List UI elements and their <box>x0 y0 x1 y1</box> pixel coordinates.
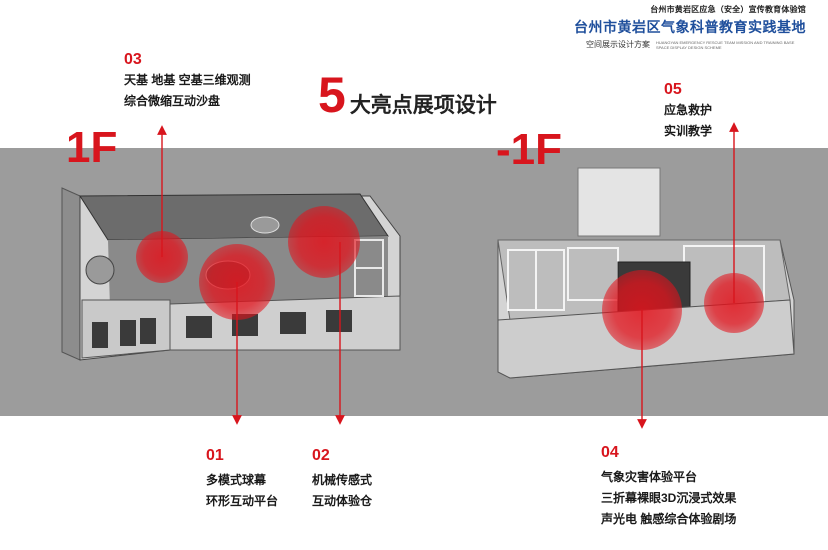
callout-03: 03 天基 地基 空基三维观测 综合微缩互动沙盘 <box>124 50 251 112</box>
callout-text: 多模式球幕 <box>206 473 267 487</box>
callout-number: 02 <box>312 447 330 464</box>
floor-label-1f: 1F <box>66 123 118 172</box>
callout-01: 01 多模式球幕 环形互动平台 <box>206 446 278 512</box>
callout-text: 三折幕裸眼3D沉浸式效果 <box>601 491 737 505</box>
callout-text: 应急救护 <box>664 103 713 117</box>
subtitle-row: 空间展示设计方案 HUANGYAN EMERGENCY RESCUE TEAM … <box>574 39 806 50</box>
callout-04: 04 气象灾害体验平台 三折幕裸眼3D沉浸式效果 声光电 触感综合体验剧场 <box>601 443 736 530</box>
highlight-02 <box>288 206 360 278</box>
callout-text: 实训教学 <box>664 124 713 138</box>
callout-number: 05 <box>664 81 682 98</box>
organization-name: 台州市黄岩区应急（安全）宣传教育体验馆 <box>650 5 806 14</box>
page-subtitle: 空间展示设计方案 <box>586 40 650 49</box>
page-title: 台州市黄岩区气象科普教育实践基地 <box>574 19 806 35</box>
headline-number: 5 <box>318 67 346 123</box>
callout-text: 环形互动平台 <box>206 494 279 508</box>
callout-text: 互动体验仓 <box>312 494 373 508</box>
callout-number: 03 <box>124 51 142 68</box>
callout-text: 机械传感式 <box>312 473 373 487</box>
callout-text: 综合微缩互动沙盘 <box>124 94 221 108</box>
page-header: 台州市黄岩区应急（安全）宣传教育体验馆 台州市黄岩区气象科普教育实践基地 空间展… <box>574 4 806 50</box>
callout-number: 01 <box>206 447 224 464</box>
headline: 5 大亮点展项设计 <box>318 70 497 120</box>
headline-text: 大亮点展项设计 <box>349 94 497 117</box>
callout-text: 声光电 触感综合体验剧场 <box>601 512 737 526</box>
callout-number: 04 <box>601 444 619 461</box>
callout-text: 天基 地基 空基三维观测 <box>124 73 251 87</box>
callout-05: 05 应急救护 实训教学 <box>664 80 712 142</box>
callout-text: 气象灾害体验平台 <box>601 470 698 484</box>
page-subtitle-english: HUANGYAN EMERGENCY RESCUE TEAM MISSION A… <box>656 39 795 50</box>
floor-label-b1: -1F <box>496 125 562 174</box>
callout-02: 02 机械传感式 互动体验仓 <box>312 446 372 512</box>
